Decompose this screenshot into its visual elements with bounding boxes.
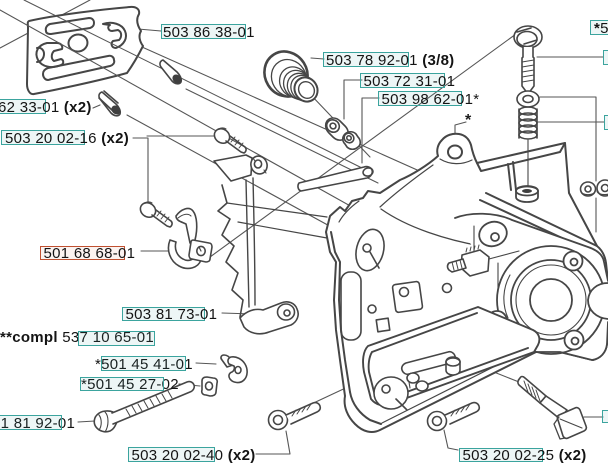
svg-text:*: * bbox=[465, 112, 472, 129]
